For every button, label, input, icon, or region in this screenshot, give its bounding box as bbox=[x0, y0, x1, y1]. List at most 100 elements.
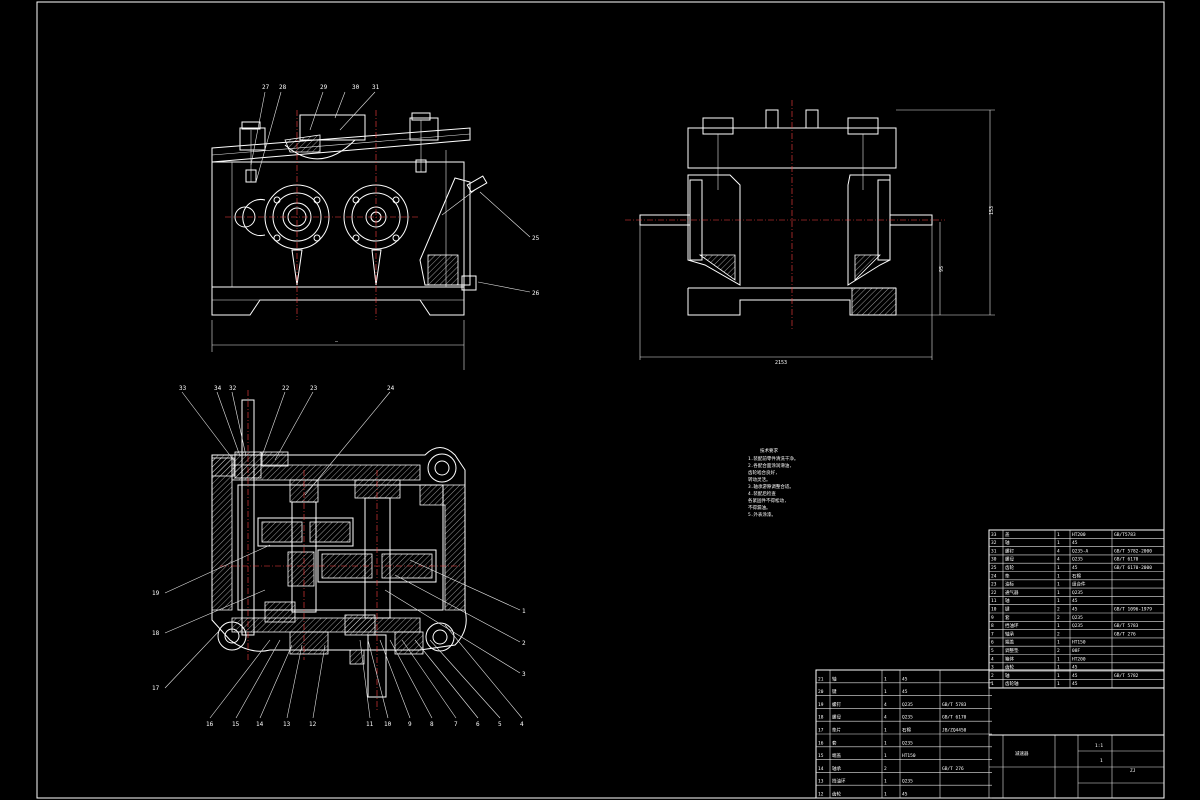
dim-side-width: 2153 bbox=[775, 360, 787, 366]
table-cell: 5 bbox=[991, 648, 994, 654]
callout-14: 14 bbox=[256, 721, 264, 728]
table-cell: 22 bbox=[991, 590, 997, 596]
title-block-sheet: 1 bbox=[1100, 758, 1103, 764]
table-cell: 垫 bbox=[1005, 572, 1010, 579]
callout-22: 22 bbox=[282, 385, 290, 392]
table-cell: 1 bbox=[1057, 673, 1060, 679]
table-cell: GB/T 6170 bbox=[942, 715, 967, 721]
callout-9: 9 bbox=[408, 721, 412, 728]
table-cell: 油标 bbox=[1005, 581, 1014, 588]
table-cell: 45 bbox=[1072, 540, 1078, 546]
dim-side-mid: 95 bbox=[939, 266, 945, 272]
table-cell: GB/T 276 bbox=[942, 766, 964, 772]
notes-line: 2.各配合面涂润滑油, bbox=[748, 462, 792, 469]
table-cell: 45 bbox=[1072, 598, 1078, 604]
callout-32: 32 bbox=[229, 385, 237, 392]
table-cell: 1 bbox=[884, 753, 887, 759]
sheet-border bbox=[36, 1, 1165, 799]
table-cell: 1 bbox=[1057, 590, 1060, 596]
notes-heading: 技术要求 bbox=[760, 447, 778, 454]
notes-line: 齿轮啮合良好, bbox=[748, 469, 778, 476]
table-cell: 20 bbox=[818, 689, 824, 695]
table-cell: 4 bbox=[1057, 557, 1060, 563]
table-cell: 2 bbox=[884, 766, 887, 772]
table-cell: 轴承 bbox=[1005, 630, 1014, 637]
table-cell: 挡油环 bbox=[1005, 622, 1019, 629]
callout-11: 11 bbox=[366, 721, 374, 728]
table-cell: 45 bbox=[1072, 681, 1078, 687]
table-cell: Q235-A bbox=[1072, 548, 1089, 554]
table-cell: 33 bbox=[991, 532, 997, 538]
callout-3: 3 bbox=[522, 671, 526, 678]
table-cell: 45 bbox=[1072, 565, 1078, 571]
table-cell: 30 bbox=[991, 557, 997, 563]
table-cell: Q235 bbox=[1072, 615, 1083, 621]
table-cell: 键 bbox=[1005, 606, 1010, 613]
table-cell: GB/T 5783 bbox=[1114, 623, 1139, 629]
table-cell: 垫片 bbox=[832, 727, 841, 734]
table-cell: 1 bbox=[991, 681, 994, 687]
table-cell: 4 bbox=[884, 715, 887, 721]
callout-10: 10 bbox=[384, 721, 392, 728]
dim-front-width: — bbox=[335, 339, 339, 345]
table-cell: 17 bbox=[818, 728, 824, 734]
table-cell: 1 bbox=[884, 740, 887, 746]
title-block-drawing-no: ZJ bbox=[1130, 768, 1136, 774]
callout-1: 1 bbox=[522, 608, 526, 615]
table-cell: 4 bbox=[1057, 548, 1060, 554]
callout-6: 6 bbox=[476, 721, 480, 728]
table-cell: HT200 bbox=[1072, 656, 1086, 662]
table-cell: 1 bbox=[1057, 532, 1060, 538]
notes-line: 1.装配前零件清洗干净。 bbox=[748, 455, 798, 462]
table-cell: 齿轮 bbox=[1005, 664, 1014, 671]
table-cell: 21 bbox=[818, 676, 824, 682]
table-cell: 45 bbox=[1072, 607, 1078, 613]
table-cell: 端盖 bbox=[1005, 639, 1014, 646]
table-cell: Q235 bbox=[1072, 557, 1083, 563]
table-cell: 45 bbox=[1072, 665, 1078, 671]
callout-19: 19 bbox=[152, 590, 160, 597]
table-cell: 轴 bbox=[1005, 672, 1010, 679]
table-cell: 11 bbox=[991, 598, 997, 604]
table-cell: Q235 bbox=[1072, 590, 1083, 596]
table-cell: HT200 bbox=[1072, 532, 1086, 538]
table-cell: 箱体 bbox=[1005, 655, 1014, 662]
table-cell: 9 bbox=[991, 615, 994, 621]
table-cell: 2 bbox=[1057, 631, 1060, 637]
table-cell: Q235 bbox=[902, 702, 913, 708]
table-cell: GB/T 5783 bbox=[942, 702, 967, 708]
table-cell: 1 bbox=[884, 792, 887, 798]
table-cell: 组合件 bbox=[1072, 581, 1086, 588]
table-cell: 1 bbox=[1057, 665, 1060, 671]
callout-13: 13 bbox=[283, 721, 291, 728]
table-cell: 3 bbox=[991, 665, 994, 671]
table-cell: HT150 bbox=[902, 753, 916, 759]
table-cell: 调整垫 bbox=[1005, 647, 1019, 654]
table-cell: 2 bbox=[1057, 648, 1060, 654]
table-cell: 08F bbox=[1072, 648, 1080, 654]
callout-29: 29 bbox=[320, 84, 328, 91]
dim-side-height: 153 bbox=[989, 206, 995, 215]
table-cell: 1 bbox=[884, 728, 887, 734]
notes-line: 5.外表涂漆。 bbox=[748, 511, 776, 518]
table-cell: Q235 bbox=[1072, 623, 1083, 629]
table-cell: 2 bbox=[991, 673, 994, 679]
table-cell: 1 bbox=[884, 676, 887, 682]
table-cell: 45 bbox=[1072, 673, 1078, 679]
table-cell: 4 bbox=[991, 656, 994, 662]
callout-30: 30 bbox=[352, 84, 360, 91]
table-cell: JB/ZQ4450 bbox=[942, 728, 967, 734]
table-cell: 1 bbox=[1057, 582, 1060, 588]
table-cell: 轴 bbox=[1005, 597, 1010, 604]
table-cell: 端盖 bbox=[832, 752, 841, 759]
callout-18: 18 bbox=[152, 630, 160, 637]
callout-8: 8 bbox=[430, 721, 434, 728]
callout-17: 17 bbox=[152, 685, 160, 692]
table-cell: 轴承 bbox=[832, 765, 841, 772]
front-view: 27 28 29 30 31 25 26 — bbox=[211, 84, 540, 370]
callout-31: 31 bbox=[372, 84, 380, 91]
table-cell: 套 bbox=[832, 739, 837, 746]
callout-7: 7 bbox=[454, 721, 458, 728]
